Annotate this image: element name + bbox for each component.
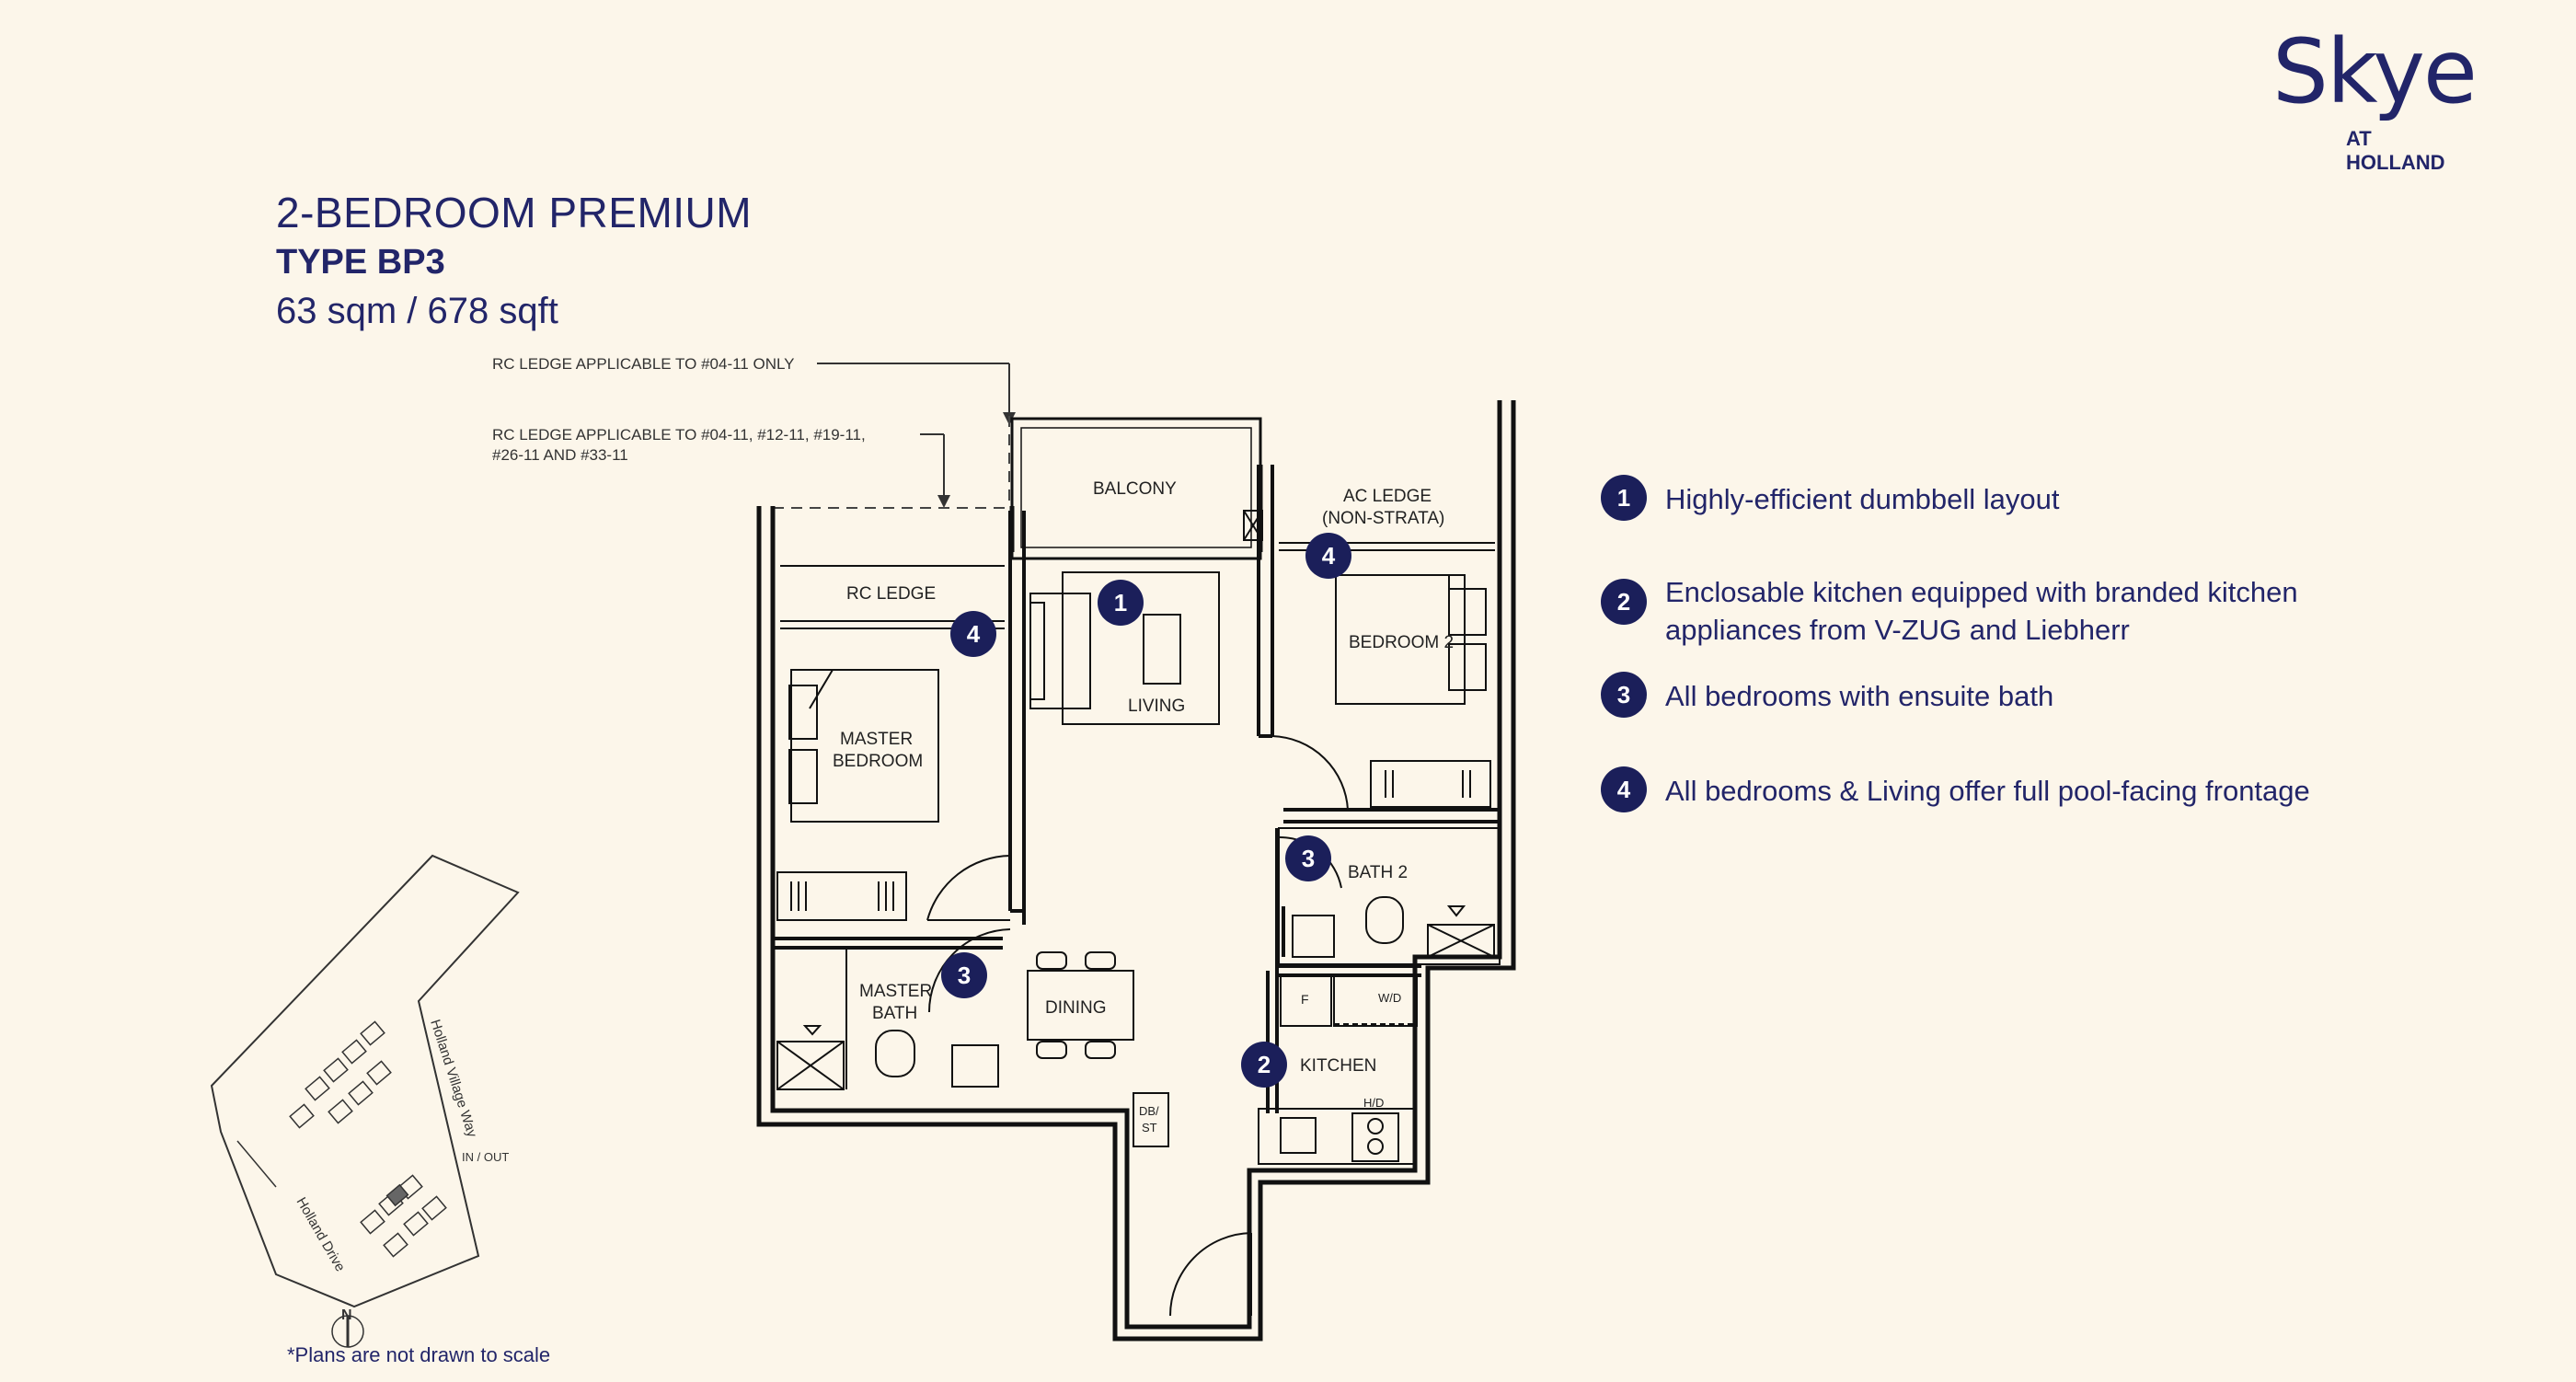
logo-holland: HOLLAND [2346, 151, 2445, 174]
site-block-cluster-1 [289, 1020, 392, 1129]
label-dining: DINING [1045, 998, 1107, 1018]
feature-badge-3: 3 [1601, 672, 1647, 718]
site-entry: IN / OUT [462, 1150, 509, 1164]
label-ac-ledge: AC LEDGE [1343, 487, 1432, 506]
logo-at: AT [2346, 127, 2372, 150]
bath2-fixtures [1278, 827, 1501, 965]
scale-footnote: *Plans are not drawn to scale [287, 1343, 551, 1366]
label-st: ST [1142, 1121, 1157, 1134]
label-hob: H/D [1363, 1096, 1384, 1110]
feature-item-2: 2 Enclosable kitchen equipped with brand… [1601, 573, 2521, 649]
feature-item-4: 4 All bedrooms & Living offer full pool-… [1601, 766, 2521, 812]
master-wardrobe [776, 871, 907, 921]
skye-logo: Skye AT HOLLAND [2272, 28, 2512, 184]
feature-item-3: 3 All bedrooms with ensuite bath [1601, 672, 2521, 718]
plan-markers [941, 533, 1351, 1088]
callout-rc-ledge-multi: RC LEDGE APPLICABLE TO #04-11, #12-11, #… [492, 426, 866, 443]
label-master-bath-2: BATH [872, 1004, 917, 1023]
site-block-cluster-2 [360, 1174, 447, 1258]
site-key-plan [210, 854, 520, 1308]
callout-rc-ledge-multi-2: #26-11 AND #33-11 [492, 446, 628, 464]
marker-4-bedroom2: 4 [1322, 542, 1336, 570]
road-holland-village-way: Holland Village Way [427, 1018, 480, 1140]
master-bed [788, 669, 939, 823]
feature-text-3: All bedrooms with ensuite bath [1665, 680, 2054, 712]
marker-2-kitchen: 2 [1258, 1051, 1271, 1078]
master-bath-door [928, 928, 1011, 1013]
entry-door [1169, 1232, 1252, 1317]
unit-title: 2-BEDROOM PREMIUM [276, 189, 753, 236]
bedroom2-furniture [1243, 510, 1491, 808]
label-db: DB/ [1139, 1104, 1159, 1118]
road-holland-drive: Holland Drive [293, 1195, 349, 1274]
label-master-bedroom-2: BEDROOM [833, 752, 923, 771]
label-living: LIVING [1128, 697, 1185, 716]
north-icon [331, 1315, 364, 1348]
label-washer-dryer: W/D [1378, 991, 1401, 1005]
label-master-bedroom: MASTER [840, 730, 913, 749]
feature-text-4: All bedrooms & Living offer full pool-fa… [1665, 775, 2310, 807]
feature-badge-2: 2 [1601, 579, 1647, 625]
unit-type: TYPE BP3 [276, 243, 445, 282]
marker-1: 1 [1114, 589, 1127, 616]
marker-3-master-bath: 3 [958, 962, 971, 989]
feature-badge-1: 1 [1601, 475, 1647, 521]
marker-4-master: 4 [967, 620, 981, 648]
living-furniture [1029, 571, 1220, 725]
logo-wordmark: Skye [2272, 20, 2478, 123]
label-fridge: F [1301, 992, 1309, 1007]
label-master-bath: MASTER [859, 982, 932, 1001]
label-bath-2: BATH 2 [1348, 863, 1408, 882]
feature-text-2-line2: appliances from V-ZUG and Liebherr [1665, 614, 2130, 646]
feature-text-1: Highly-efficient dumbbell layout [1665, 483, 2060, 515]
kitchen-fixtures [1258, 974, 1418, 1165]
unit-area: 63 sqm / 678 sqft [276, 291, 558, 331]
master-bath-fixtures [776, 948, 999, 1090]
label-rc-ledge: RC LEDGE [846, 584, 936, 604]
master-bedroom-door [926, 855, 1011, 921]
label-bedroom-2: BEDROOM 2 [1349, 633, 1454, 652]
north-label: N [341, 1307, 352, 1323]
label-kitchen: KITCHEN [1300, 1056, 1376, 1076]
bedroom2-door [1271, 735, 1349, 811]
db-store [1133, 1092, 1169, 1147]
feature-text-2: Enclosable kitchen equipped with branded… [1665, 576, 2298, 608]
callout-rc-ledge-top: RC LEDGE APPLICABLE TO #04-11 ONLY [492, 355, 795, 373]
feature-badge-4: 4 [1601, 766, 1647, 812]
dining-table [1027, 951, 1134, 1059]
marker-3-bath2: 3 [1302, 845, 1315, 872]
rc-ledge-dashed [773, 416, 1010, 509]
label-balcony: BALCONY [1093, 479, 1177, 499]
feature-item-1: 1 Highly-efficient dumbbell layout [1601, 475, 2521, 521]
label-ac-ledge-nonstrata: (NON-STRATA) [1322, 509, 1444, 528]
